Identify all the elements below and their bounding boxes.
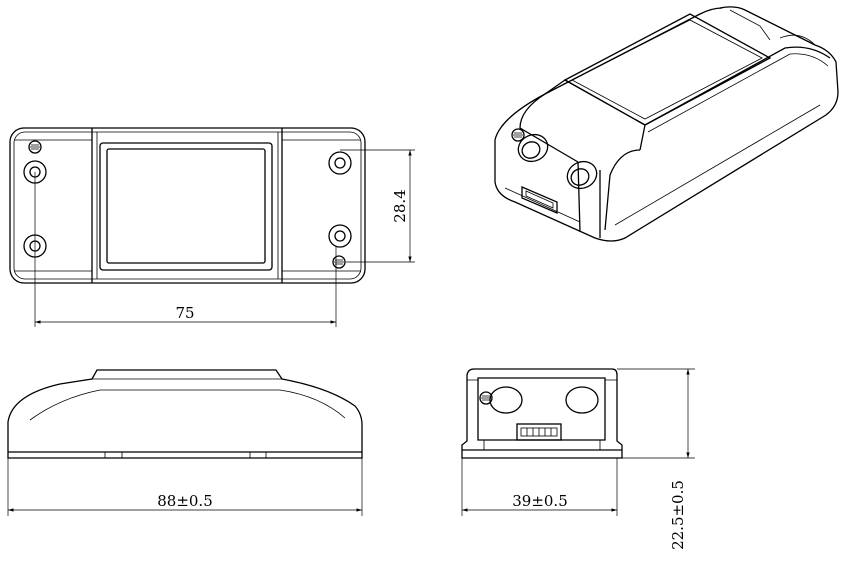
screw [479,391,493,405]
screw [332,255,346,269]
dimension-39: 39±0.5 [461,458,618,516]
mounting-hole [489,386,523,414]
top-view: 75 28.4 [9,127,415,327]
screw [28,140,42,154]
dimension-label-28-4: 28.4 [391,189,409,222]
dimension-88: 88±0.5 [7,458,363,516]
mounting-hole [328,151,352,175]
dimension-label-88: 88±0.5 [157,492,213,510]
dimension-label-75: 75 [175,304,194,322]
front-view: 88±0.5 [7,369,363,516]
mounting-hole [566,160,598,190]
dimension-label-39: 39±0.5 [512,492,568,510]
isometric-view [494,6,839,242]
mounting-hole [565,386,599,414]
mounting-hole [517,133,549,163]
connector-port [516,423,562,441]
dimension-28-4: 28.4 [340,149,415,263]
screw [511,128,525,142]
dimension-22-5: 22.5±0.5 [617,368,695,550]
side-view: 39±0.5 22.5±0.5 [461,368,695,550]
dimension-label-22-5: 22.5±0.5 [669,480,687,550]
dimension-75: 75 [34,172,337,327]
mounting-hole [328,224,352,248]
connector-port [521,186,558,214]
